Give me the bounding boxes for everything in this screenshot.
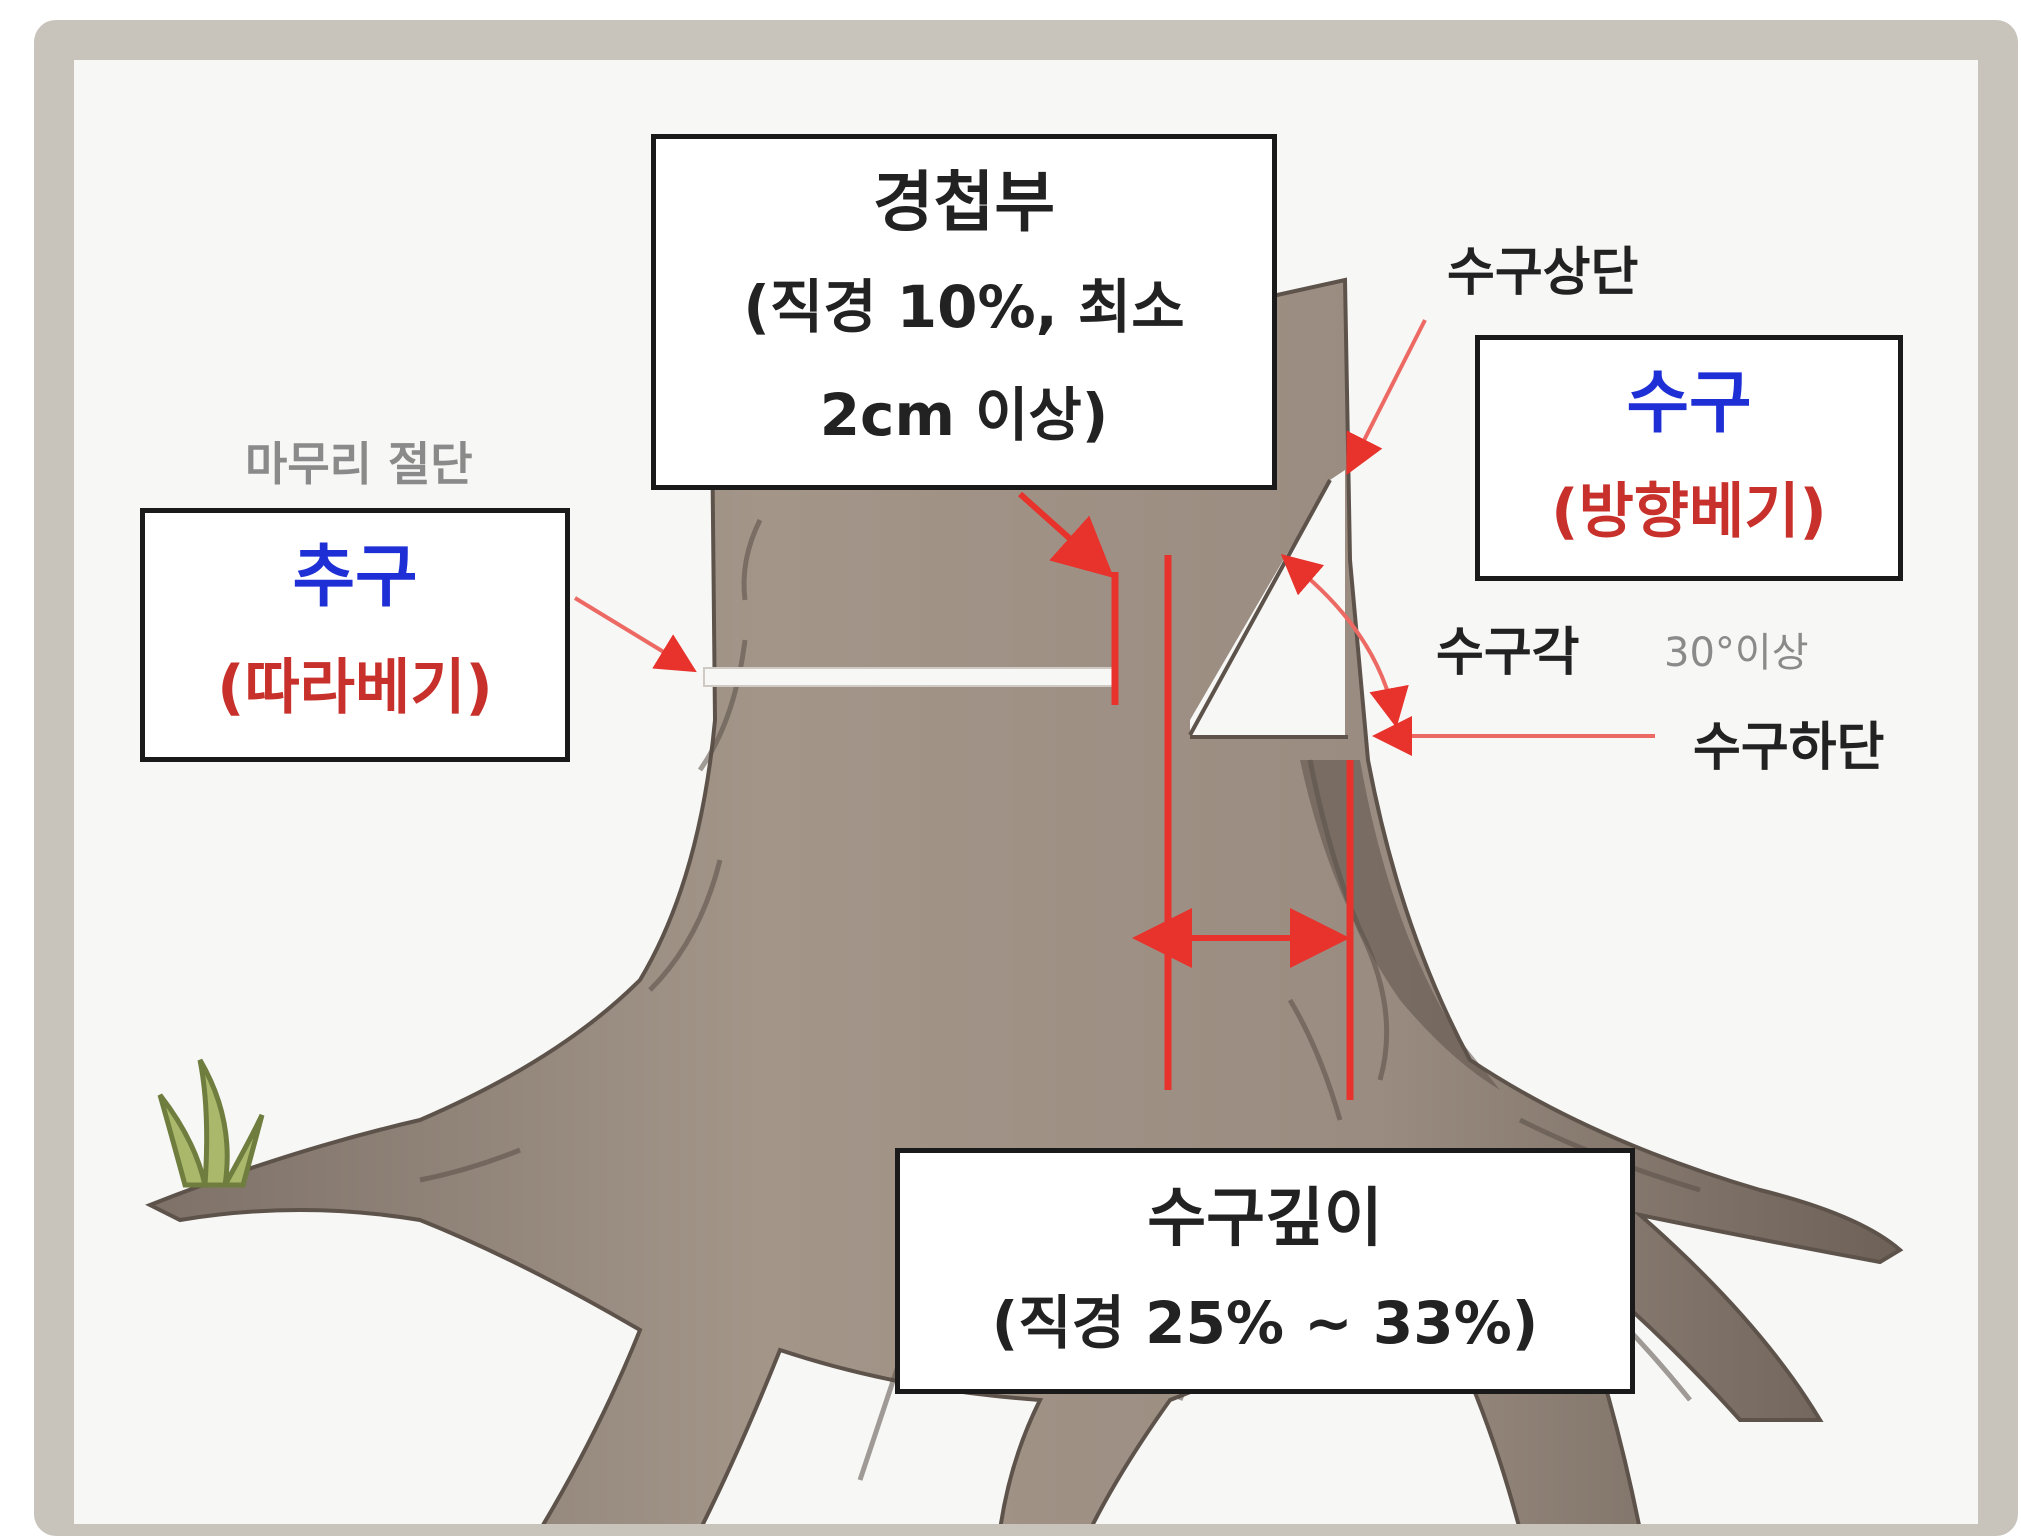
sugu-subtitle: (방향베기) [1551,477,1827,547]
sugu-title: 수구 [1626,364,1752,443]
sugu-label-box: 수구 (방향베기) [1475,335,1903,581]
sugu-angle-value: 30°이상 [1664,630,1809,676]
chugu-label-box: 추구 (따라베기) [140,508,570,762]
sugu-bottom-label: 수구하단 [1685,705,1893,780]
chugu-cut [703,667,1117,687]
chugu-arrow [573,596,697,673]
sugu-angle-label: 수구각 [1428,610,1588,685]
grass-icon [157,1058,265,1188]
hinge-label-box: 경첩부 (직경 10%, 최소 2cm 이상) [651,134,1277,490]
chugu-caption: 마무리 절단 [245,437,473,491]
depth-subtitle: (직경 25% ~ 33%) [991,1289,1539,1357]
depth-title: 수구깊이 [1147,1182,1383,1256]
angle-arc-icon [1280,554,1409,728]
chugu-subtitle: (따라베기) [217,653,493,723]
depth-label-box: 수구깊이 (직경 25% ~ 33%) [895,1148,1635,1394]
hinge-spec-line2: 2cm 이상) [819,381,1109,449]
hinge-pointer [1018,491,1114,578]
sugu-top-arrow [1346,319,1427,476]
chugu-title: 추구 [292,538,418,617]
hinge-title: 경첩부 [872,164,1056,241]
sugu-top-label: 수구상단 [1447,243,1639,303]
hinge-spec-line1: (직경 10%, 최소 [743,273,1185,341]
